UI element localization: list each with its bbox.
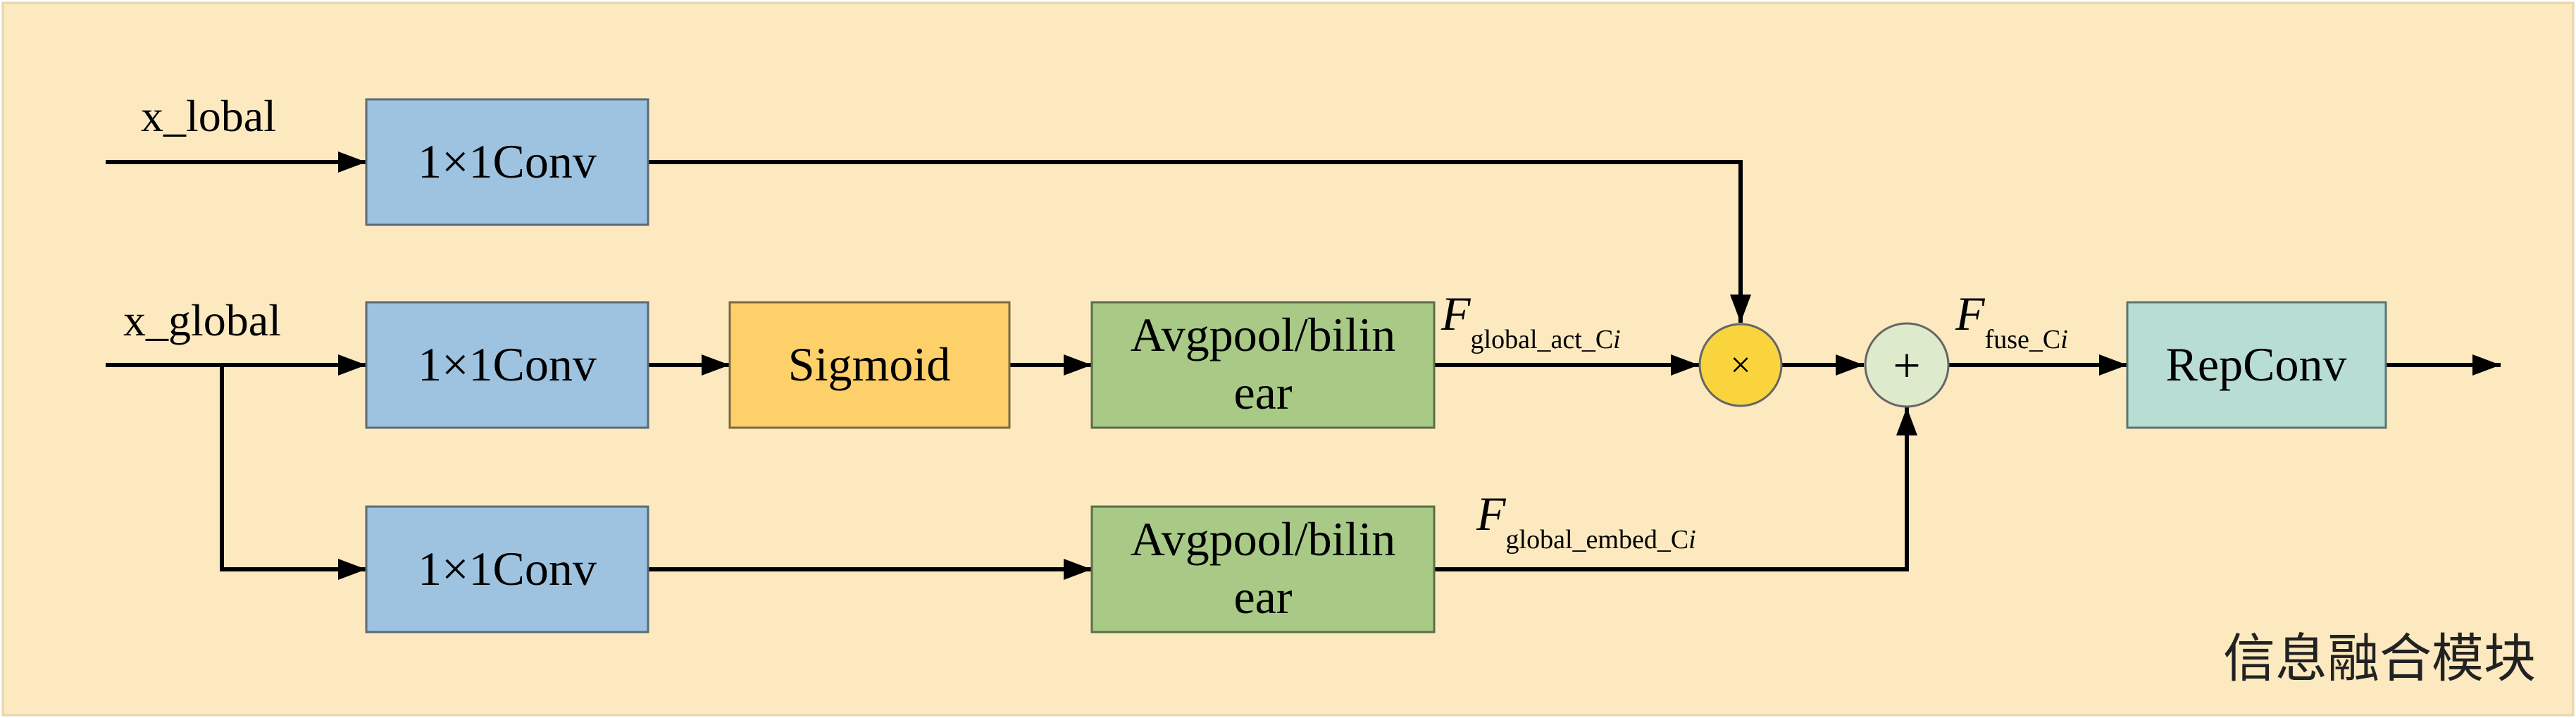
signal-fuse-sub: fuse_C — [1985, 325, 2061, 354]
multiply-node: × — [1698, 323, 1783, 407]
conv-local-block: 1×1Conv — [365, 98, 649, 226]
signal-fuse-sub-italic: i — [2060, 325, 2068, 354]
avgpool-embed-box — [1090, 505, 1436, 633]
conv-global-box — [365, 301, 649, 429]
avgpool-act-label-line2: ear — [1233, 366, 1292, 419]
input-label-global: x_global — [123, 295, 281, 345]
conv-embed-block: 1×1Conv — [365, 505, 649, 633]
signal-label-embed: Fglobal_embed_Ci — [1476, 487, 1696, 555]
signal-label-act: Fglobal_act_Ci — [1441, 287, 1621, 354]
signal-act-sub: global_act_C — [1471, 325, 1614, 354]
signal-fuse-main: F — [1955, 287, 1986, 340]
multiply-symbol: × — [1730, 345, 1750, 385]
conv-embed-label: 1×1Conv — [418, 542, 597, 595]
sigmoid-label: Sigmoid — [788, 338, 951, 391]
repconv-block: RepConv — [2126, 301, 2387, 429]
avgpool-embed-label-line2: ear — [1233, 570, 1292, 624]
arrow-global-branch — [220, 365, 366, 580]
signal-embed-main: F — [1476, 487, 1507, 540]
avgpool-act-label-line1: Avgpool/bilin — [1131, 308, 1396, 361]
conv-global-block: 1×1Conv — [365, 301, 649, 429]
avgpool-act-block: Avgpool/bilin ear — [1090, 301, 1436, 429]
conv-embed-box — [365, 505, 649, 633]
conv-local-box — [365, 98, 649, 226]
connectors — [106, 151, 2501, 580]
input-label-local: x_lobal — [141, 91, 276, 141]
signal-act-sub-italic: i — [1613, 325, 1621, 354]
avgpool-act-box — [1090, 301, 1436, 429]
repconv-box — [2126, 301, 2387, 429]
arrow-embed-to-add — [1434, 407, 1917, 571]
sigmoid-box — [728, 301, 1011, 429]
avgpool-embed-label-line1: Avgpool/bilin — [1131, 512, 1396, 566]
signal-embed-sub: global_embed_C — [1506, 525, 1689, 555]
repconv-label: RepConv — [2166, 338, 2347, 391]
multiply-circle — [1698, 323, 1783, 407]
conv-local-label: 1×1Conv — [418, 135, 597, 188]
signal-embed-sub-italic: i — [1688, 525, 1696, 555]
add-circle — [1864, 322, 1950, 408]
conv-global-label: 1×1Conv — [418, 338, 597, 391]
avgpool-embed-block: Avgpool/bilin ear — [1090, 505, 1436, 633]
arrow-local-to-multiply — [648, 160, 1751, 323]
signal-act-main: F — [1441, 287, 1471, 340]
sigmoid-block: Sigmoid — [728, 301, 1011, 429]
add-symbol: + — [1893, 339, 1920, 393]
signal-label-fuse: Ffuse_Ci — [1955, 287, 2068, 354]
add-node: + — [1864, 322, 1950, 408]
module-caption: 信息融合模块 — [2223, 629, 2536, 689]
